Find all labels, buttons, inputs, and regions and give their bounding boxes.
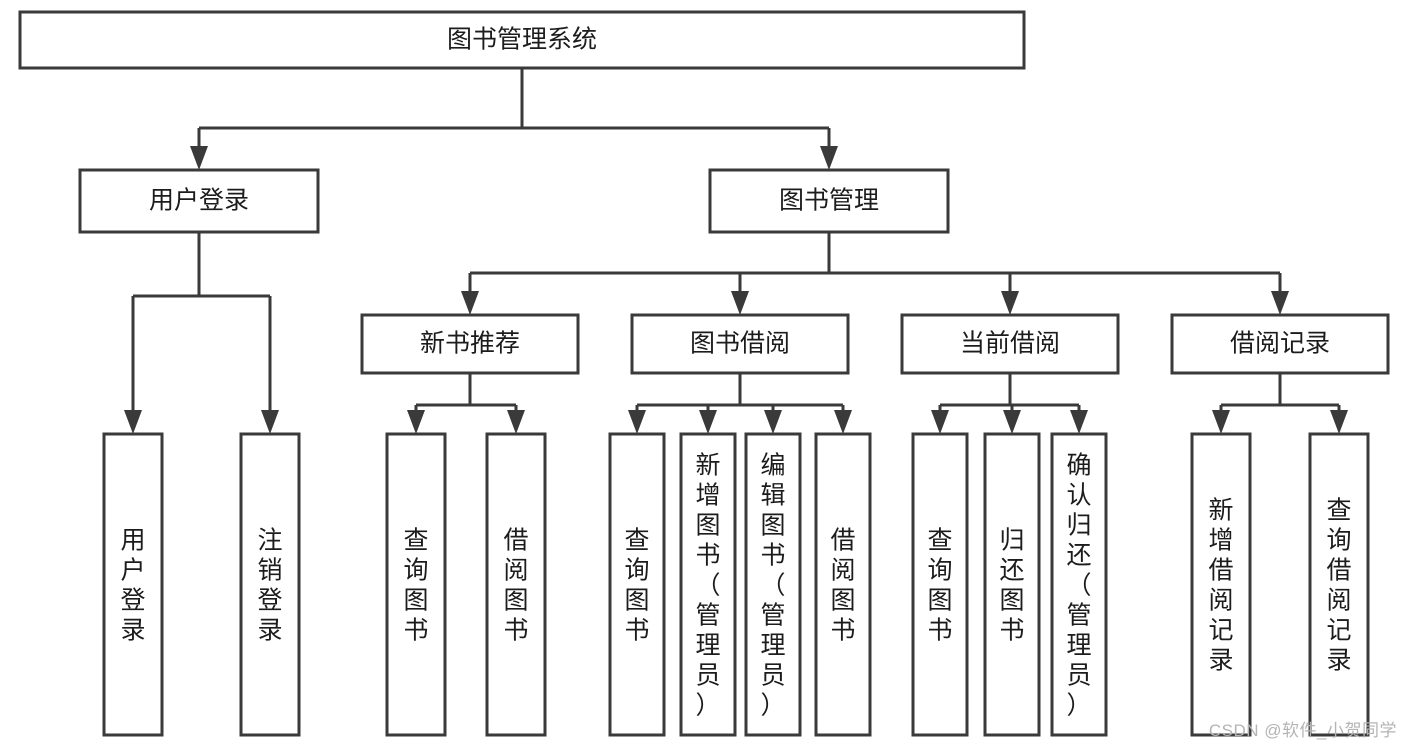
- node-label-leaf-confirm-return: 确认归还（管理员）: [1066, 452, 1091, 720]
- arrow-head: [1001, 291, 1019, 315]
- node-box-leaf-confirm-return: [1050, 432, 1108, 737]
- node-box-book-manage: [708, 168, 950, 234]
- node-label-user-login: 用户登录: [149, 187, 249, 215]
- edge-group-new-book-recommend: [407, 373, 525, 434]
- node-label-current-borrow: 当前借阅: [960, 330, 1060, 358]
- node-box-leaf-add-book: [679, 432, 737, 737]
- node-box-root: [18, 10, 1026, 70]
- node-label-leaf-borrow-book-2: 借阅图书: [830, 527, 855, 645]
- node-label-leaf-return-book: 归还图书: [999, 527, 1024, 645]
- node-leaf-borrow-book-1[interactable]: 借阅图书: [485, 432, 547, 737]
- arrow-head: [764, 410, 782, 434]
- arrow-head: [699, 410, 717, 434]
- node-box-leaf-query-book-1: [385, 432, 447, 737]
- node-user-login[interactable]: 用户登录: [78, 168, 320, 234]
- arrow-head: [834, 410, 852, 434]
- node-label-leaf-query-book-2: 查询图书: [624, 527, 649, 645]
- node-box-leaf-logout: [239, 432, 301, 737]
- node-box-leaf-borrow-book-2: [814, 432, 872, 737]
- arrow-head: [931, 410, 949, 434]
- node-layer: 图书管理系统用户登录图书管理新书推荐图书借阅当前借阅借阅记录用户登录注销登录查询…: [18, 10, 1390, 737]
- node-leaf-query-book-3[interactable]: 查询图书: [911, 432, 969, 737]
- arrow-head: [461, 291, 479, 315]
- node-leaf-return-book[interactable]: 归还图书: [983, 432, 1041, 737]
- node-box-leaf-query-record: [1308, 432, 1370, 737]
- node-label-leaf-query-record: 查询借阅记录: [1326, 497, 1351, 675]
- node-box-leaf-query-book-3: [911, 432, 969, 737]
- node-label-book-manage: 图书管理: [779, 187, 879, 215]
- node-box-leaf-user-login: [102, 432, 164, 737]
- arrow-head: [261, 410, 279, 434]
- node-box-leaf-query-book-2: [608, 432, 666, 737]
- node-box-borrow-record: [1170, 313, 1390, 375]
- node-box-user-login: [78, 168, 320, 234]
- arrow-head: [820, 146, 838, 170]
- node-label-leaf-logout: 注销登录: [257, 527, 282, 645]
- node-leaf-user-login[interactable]: 用户登录: [102, 432, 164, 737]
- node-label-leaf-add-record: 新增借阅记录: [1208, 497, 1233, 675]
- node-label-leaf-user-login: 用户登录: [120, 527, 145, 645]
- node-box-leaf-edit-book: [744, 432, 802, 737]
- node-label-book-borrow: 图书借阅: [690, 330, 790, 358]
- arrow-head: [124, 410, 142, 434]
- node-box-leaf-borrow-book-1: [485, 432, 547, 737]
- arrow-head: [407, 410, 425, 434]
- node-label-leaf-add-book: 新增图书（管理员）: [695, 452, 720, 720]
- node-borrow-record[interactable]: 借阅记录: [1170, 313, 1390, 375]
- node-leaf-add-book[interactable]: 新增图书（管理员）: [679, 432, 737, 737]
- edge-group-borrow-record: [1212, 373, 1348, 434]
- node-new-book-recommend[interactable]: 新书推荐: [360, 313, 580, 375]
- node-leaf-logout[interactable]: 注销登录: [239, 432, 301, 737]
- node-box-new-book-recommend: [360, 313, 580, 375]
- edge-group-root: [190, 68, 838, 170]
- node-leaf-query-book-1[interactable]: 查询图书: [385, 432, 447, 737]
- arrow-head: [190, 146, 208, 170]
- node-leaf-query-book-2[interactable]: 查询图书: [608, 432, 666, 737]
- arrow-head: [628, 410, 646, 434]
- node-label-leaf-edit-book: 编辑图书（管理员）: [760, 452, 785, 720]
- node-leaf-add-record[interactable]: 新增借阅记录: [1190, 432, 1252, 737]
- node-leaf-borrow-book-2[interactable]: 借阅图书: [814, 432, 872, 737]
- node-box-leaf-return-book: [983, 432, 1041, 737]
- connector-layer: [124, 68, 1348, 434]
- node-leaf-confirm-return[interactable]: 确认归还（管理员）: [1050, 432, 1108, 737]
- node-leaf-query-record[interactable]: 查询借阅记录: [1308, 432, 1370, 737]
- edge-group-current-borrow: [931, 373, 1088, 434]
- node-root[interactable]: 图书管理系统: [18, 10, 1026, 70]
- arrow-head: [507, 410, 525, 434]
- node-label-leaf-borrow-book-1: 借阅图书: [503, 527, 528, 645]
- arrow-head: [731, 291, 749, 315]
- edge-group-book-manage: [461, 232, 1289, 315]
- arrow-head: [1330, 410, 1348, 434]
- node-box-leaf-add-record: [1190, 432, 1252, 737]
- node-leaf-edit-book[interactable]: 编辑图书（管理员）: [744, 432, 802, 737]
- edge-group-user-login: [124, 232, 279, 434]
- node-label-borrow-record: 借阅记录: [1230, 330, 1330, 358]
- edge-group-book-borrow: [628, 373, 852, 434]
- node-box-book-borrow: [630, 313, 850, 375]
- arrow-head: [1212, 410, 1230, 434]
- arrow-head: [1271, 291, 1289, 315]
- node-label-leaf-query-book-3: 查询图书: [927, 527, 952, 645]
- node-label-root: 图书管理系统: [447, 26, 597, 54]
- arrow-head: [1070, 410, 1088, 434]
- node-box-current-borrow: [900, 313, 1120, 375]
- node-book-borrow[interactable]: 图书借阅: [630, 313, 850, 375]
- node-label-new-book-recommend: 新书推荐: [420, 330, 520, 358]
- node-label-leaf-query-book-1: 查询图书: [403, 527, 428, 645]
- node-current-borrow[interactable]: 当前借阅: [900, 313, 1120, 375]
- arrow-head: [1003, 410, 1021, 434]
- node-book-manage[interactable]: 图书管理: [708, 168, 950, 234]
